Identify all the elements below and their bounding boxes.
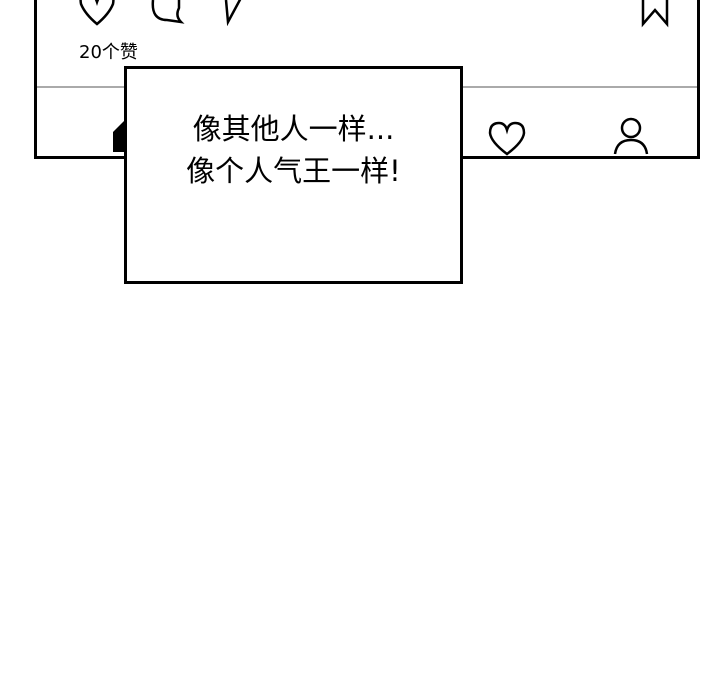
dialog-line-2: 像个人气王一样! [186, 154, 401, 188]
speech-box: 像其他人一样... 像个人气王一样! [124, 66, 463, 284]
comment-icon[interactable] [145, 0, 185, 26]
profile-icon[interactable] [611, 116, 651, 156]
like-count: 20个赞 [79, 42, 138, 63]
dialog-line-1: 像其他人一样... [192, 112, 395, 146]
like-icon[interactable] [77, 0, 117, 26]
activity-heart-icon[interactable] [487, 120, 529, 156]
bookmark-icon[interactable] [639, 0, 673, 28]
share-icon[interactable] [212, 0, 252, 26]
